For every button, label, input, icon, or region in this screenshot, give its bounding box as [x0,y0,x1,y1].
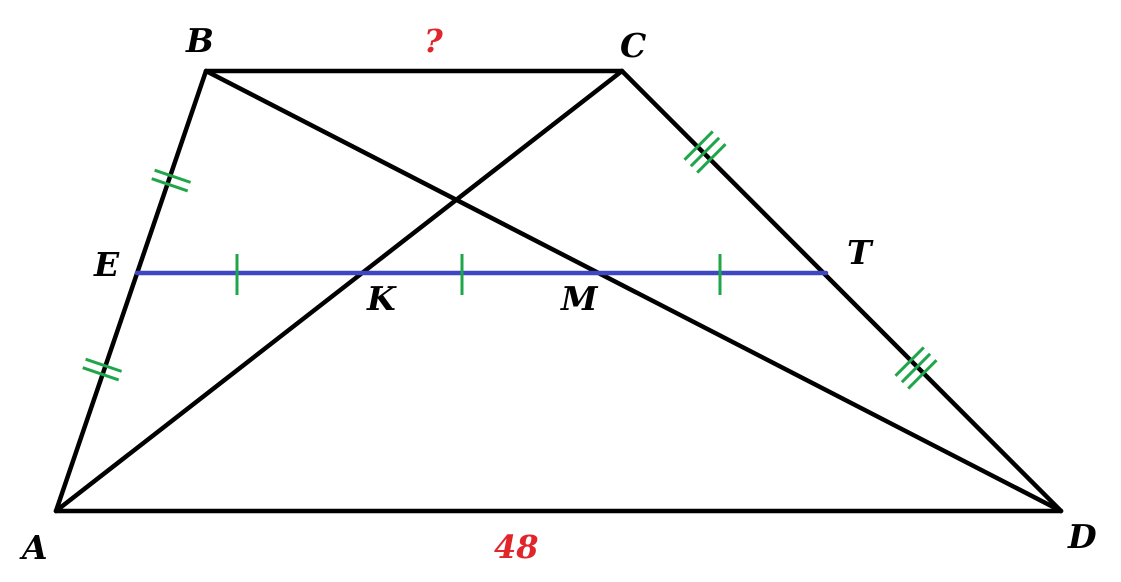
label-m: M [560,279,599,318]
tick-mark-td [894,346,938,390]
tick-mark-be [151,168,192,193]
tick-mark-ct [683,130,727,174]
label-c: C [620,26,646,65]
label-e: E [93,245,120,284]
diagonal-ac [53,68,625,514]
diagonals [53,68,1064,514]
given-values: ? 48 [424,22,539,566]
point-labels: A B C D E T K M [19,21,1097,567]
label-a: A [19,528,48,567]
label-t: T [847,233,874,272]
label-b: B [185,21,214,60]
tick-mark-ea [82,357,123,382]
label-d: D [1067,517,1097,556]
side-ab [53,68,209,514]
diagonal-bd [203,68,1064,514]
trapezoid-sides [53,68,1064,514]
ab-double-tick-marks [82,168,192,382]
label-k: K [366,279,397,318]
cd-triple-tick-marks [683,130,938,390]
value-ad: 48 [494,528,539,566]
midline-tick-marks [235,254,722,295]
value-bc: ? [424,22,443,60]
side-cd [619,68,1064,514]
